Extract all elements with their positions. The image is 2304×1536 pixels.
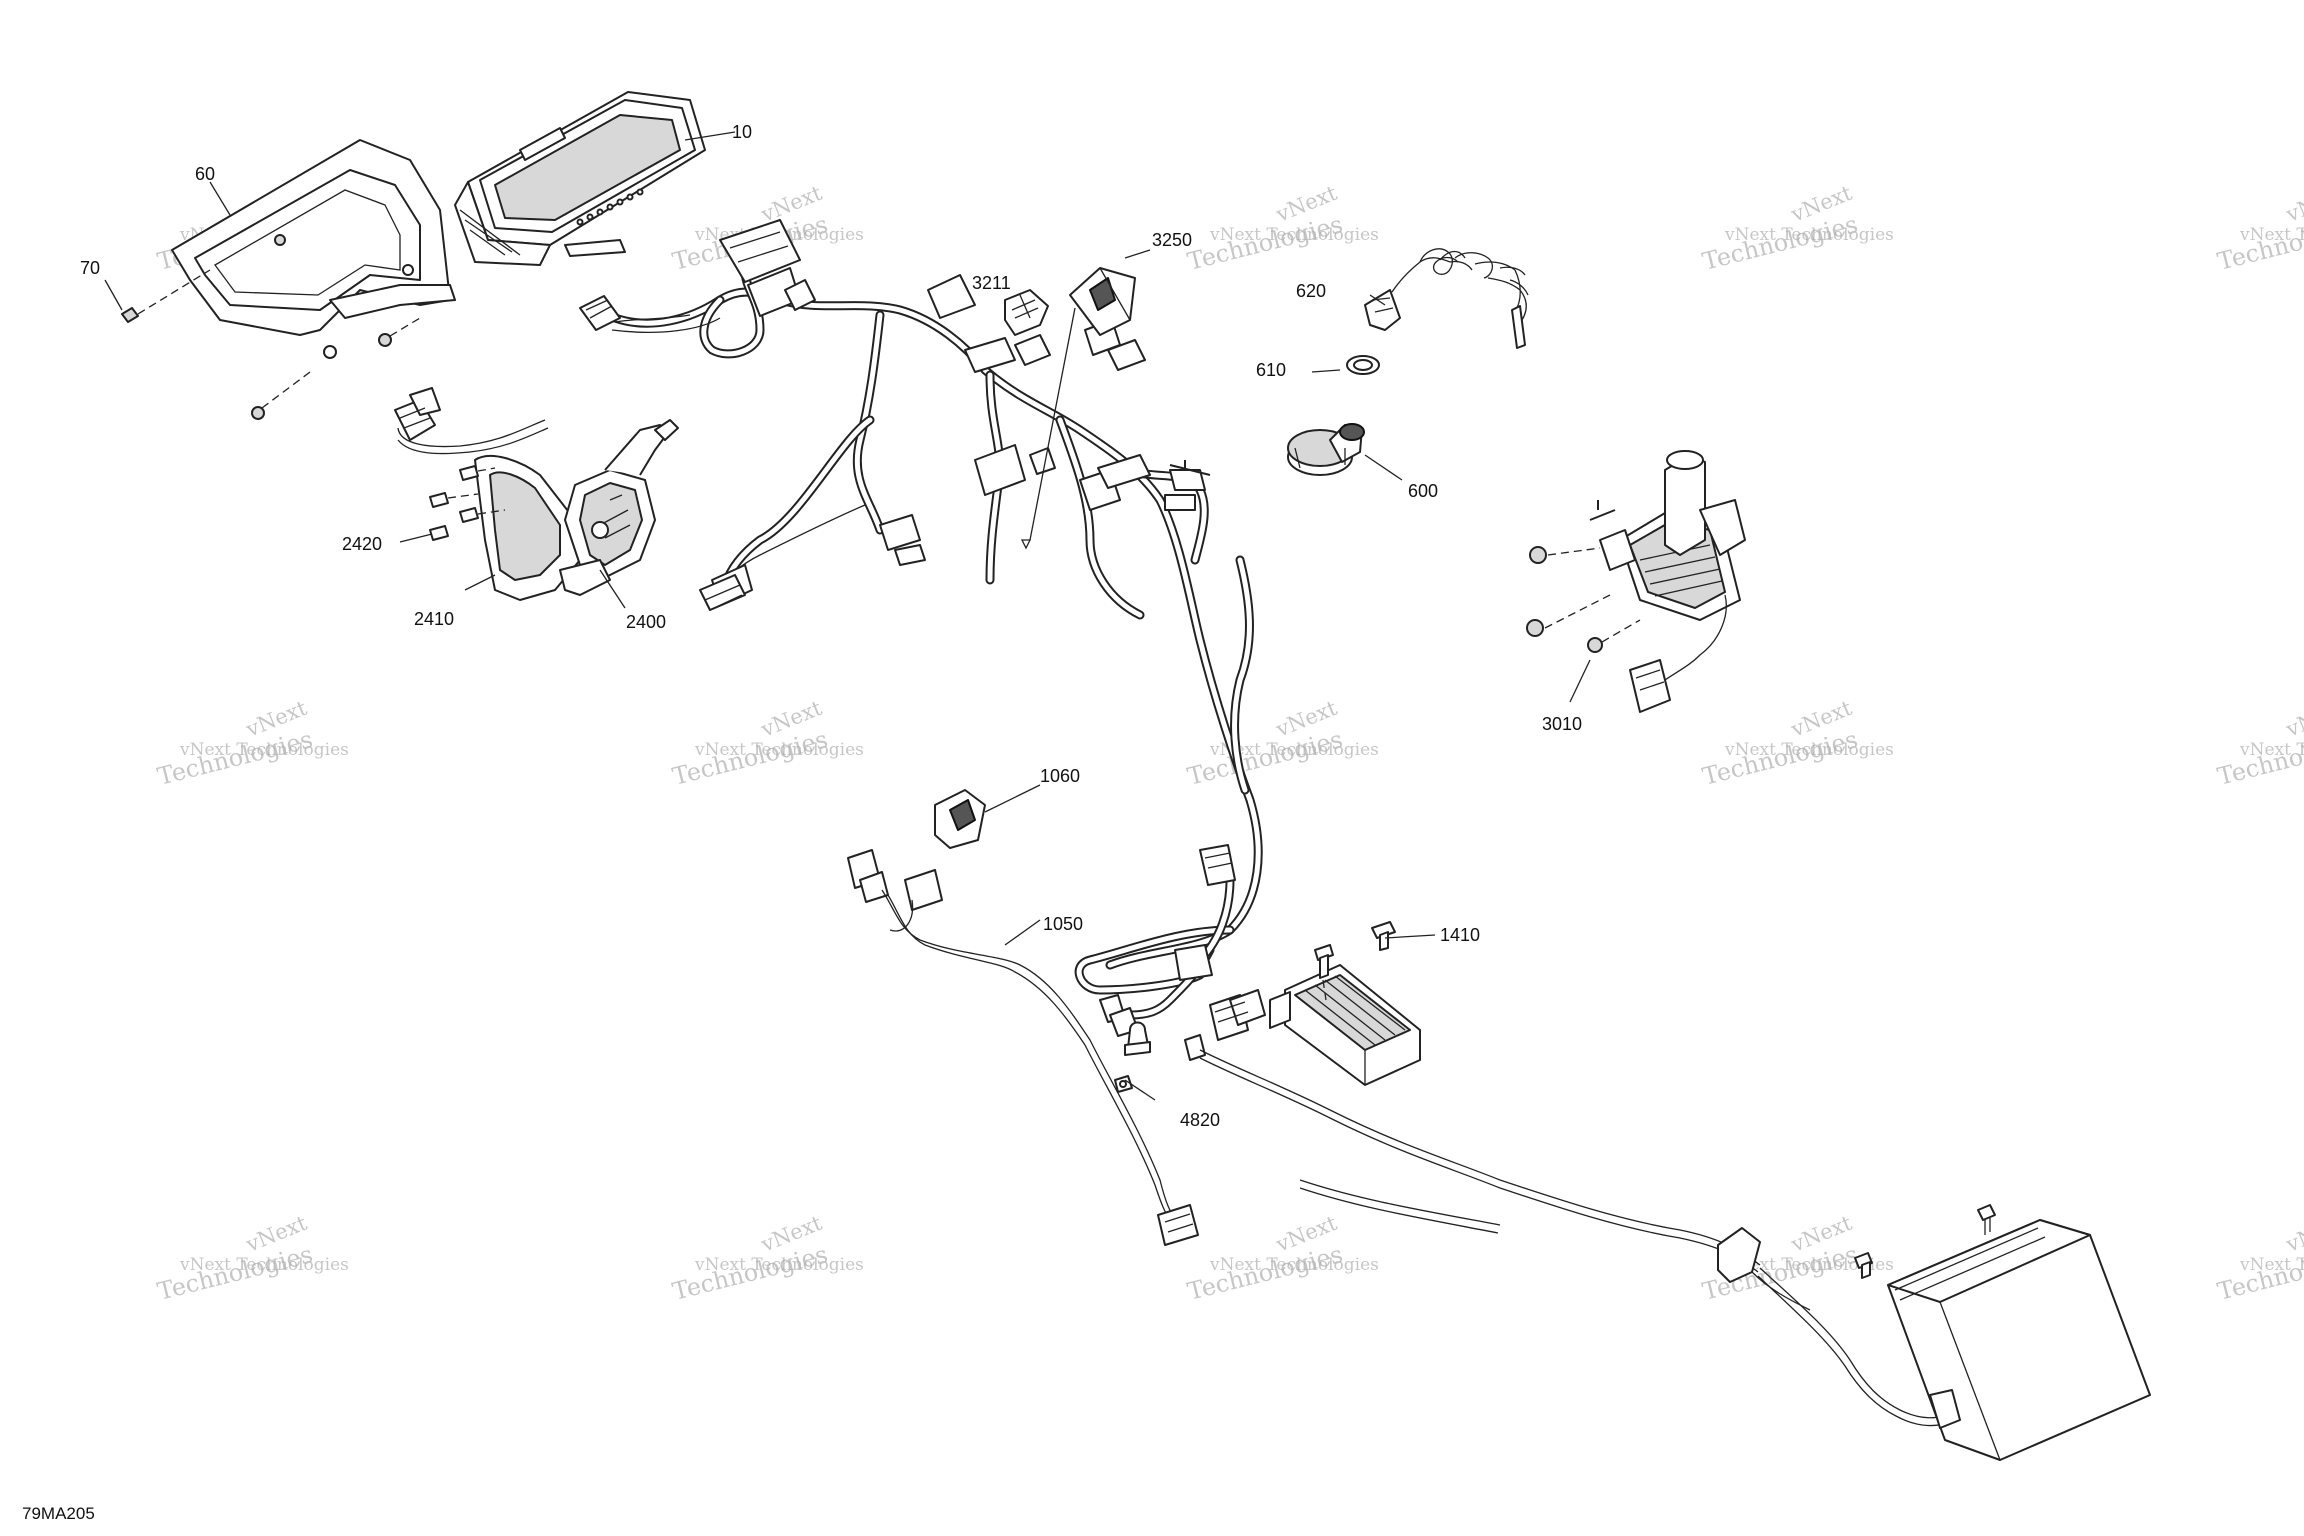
callout-1060: 1060 [1040,766,1080,786]
svg-text:Technologies: Technologies [1185,1240,1346,1306]
callout-labels: 10 60 70 3211 3250 620 610 600 2420 2410… [22,122,1582,1523]
instrument-cluster [454,91,706,266]
voltage-regulator [1269,964,1421,1086]
svg-text:vNext Technologies: vNext Technologies [179,740,349,760]
svg-text:vNext Technologies: vNext Technologies [2239,225,2304,245]
svg-text:vNext Technologies: vNext Technologies [1209,225,1379,245]
callout-610: 610 [1256,360,1286,380]
svg-text:Technologies: Technologies [155,725,316,791]
watermark: vNext Technologies vNext Technologies [1185,181,1379,276]
svg-text:vNext: vNext [2282,1211,2304,1257]
callout-4820: 4820 [1180,1110,1220,1130]
callout-2420: 2420 [342,534,382,554]
svg-text:Technologies: Technologies [1700,725,1861,791]
cluster-support-bracket [171,139,456,359]
svg-text:vNext Technologies: vNext Technologies [694,740,864,760]
watermark: vNext Technologies vNext Technologies [670,696,864,791]
switch-3250 [1069,267,1136,336]
watermark: vNext Technologies vNext Technologies [1185,1211,1379,1306]
svg-text:vNext Technologies: vNext Technologies [1209,1255,1379,1275]
dps-module-3010 [1526,450,1746,713]
svg-text:vNext Technologies: vNext Technologies [694,1255,864,1275]
svg-text:Technologies: Technologies [155,1240,316,1306]
tether-cord-620 [1364,248,1529,349]
svg-text:vNext Technologies: vNext Technologies [1724,1255,1894,1275]
watermark: vNext Technologies vNext Technologies [2215,696,2304,791]
leader-lines [104,131,1591,1101]
ring-610 [1346,355,1380,375]
svg-text:vNext: vNext [2282,696,2304,742]
callout-10: 10 [732,122,752,142]
screw-70 [121,234,421,420]
svg-text:vNext Technologies: vNext Technologies [1724,740,1894,760]
harness-connectors-top [579,219,1211,611]
diagram-code: 79MA205 [22,1504,95,1523]
svg-text:Technologies: Technologies [1185,210,1346,276]
switch-1060 [934,789,986,849]
svg-text:vNext: vNext [2282,181,2304,227]
callout-1410: 1410 [1440,925,1480,945]
battery [1717,1204,2151,1461]
dess-post-600 [1287,423,1365,476]
main-harness [610,265,1263,1020]
handlebar-switch-assembly [394,387,679,601]
connector-3211 [1004,289,1049,336]
watermark: vNext Technologies vNext Technologies [1700,181,1894,276]
bolt-1410 [1314,921,1396,1001]
callout-2410: 2410 [414,609,454,629]
svg-text:vNext Technologies: vNext Technologies [2239,740,2304,760]
screws-2420 [429,465,506,541]
watermark: vNext Technologies vNext Technologies [1185,696,1379,791]
callout-1050: 1050 [1043,914,1083,934]
svg-text:Technologies: Technologies [670,725,831,791]
callout-3211: 3211 [972,273,1011,293]
cluster-buttons [576,188,644,226]
ground-cable-4820 [1114,1021,1761,1273]
svg-text:vNext Technologies: vNext Technologies [1209,740,1379,760]
callout-600: 600 [1408,481,1438,501]
watermark: vNext Technologies vNext Technologies [2215,1211,2304,1306]
svg-text:Technologies: Technologies [1185,725,1346,791]
svg-text:vNext Technologies: vNext Technologies [179,1255,349,1275]
callout-3010: 3010 [1542,714,1582,734]
svg-text:Technologies: Technologies [670,1240,831,1306]
callout-3250: 3250 [1152,230,1192,250]
watermark: vNext Technologies vNext Technologies [2215,181,2304,276]
watermark: vNext Technologies vNext Technologies [670,1211,864,1306]
callout-620: 620 [1296,281,1326,301]
svg-text:vNext Technologies: vNext Technologies [2239,1255,2304,1275]
callout-60: 60 [195,164,215,184]
svg-text:vNext Technologies: vNext Technologies [1724,225,1894,245]
watermark: vNext Technologies vNext Technologies [1700,696,1894,791]
callout-2400: 2400 [626,612,666,632]
watermark: vNext Technologies vNext Technologies [155,696,349,791]
accessory-harness-1050 [847,849,1199,1246]
watermark: vNext Technologies vNext Technologies [155,1211,349,1306]
callout-70: 70 [80,258,100,278]
svg-text:Technologies: Technologies [1700,210,1861,276]
harness-connectors-lower [1099,844,1266,1041]
